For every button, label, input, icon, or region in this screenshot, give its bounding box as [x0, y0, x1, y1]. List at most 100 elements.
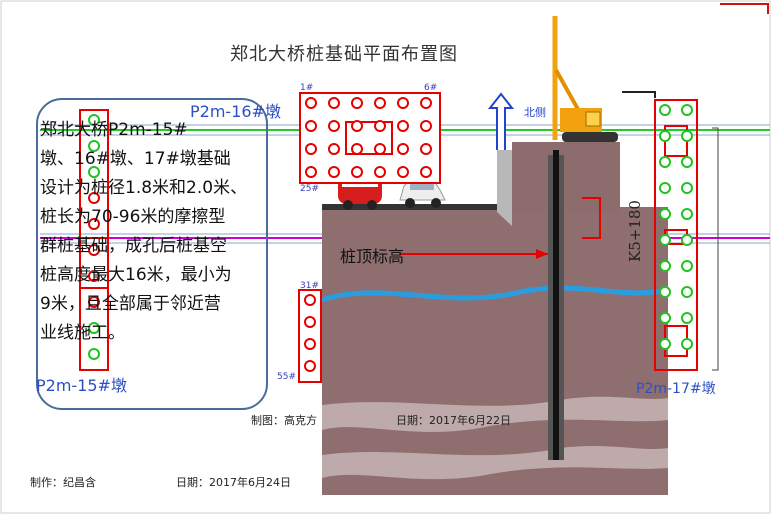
pile-circle [420, 166, 432, 178]
date-drawn: 日期：2017年6月22日 [396, 414, 511, 427]
pile-circle [681, 208, 693, 220]
pile-circle [659, 286, 671, 298]
description-line: 桩高度最大16米，最小为 [40, 265, 232, 285]
description-line: 9米，且全部属于邻近营 [40, 294, 221, 314]
pile-circle [88, 192, 100, 204]
rock-layer-2 [322, 446, 668, 480]
frame-corner-mark [720, 3, 769, 14]
pile-number-6: 6# [424, 83, 438, 93]
pier-15-label: P2m-15#墩 [36, 376, 127, 395]
pile-circle [88, 322, 100, 334]
pile-circle [351, 97, 363, 109]
pile-circle [374, 120, 386, 132]
description-line: 郑北大桥P2m-15# [40, 120, 188, 140]
pile-circle [659, 156, 671, 168]
pile-circle [420, 120, 432, 132]
pile-number-1: 1# [300, 83, 314, 93]
pile-circle [397, 97, 409, 109]
pile-circle [88, 270, 100, 282]
pile-circle [681, 260, 693, 272]
pile-circle [328, 97, 340, 109]
description-line: 墩、16#墩、17#墩基础 [40, 149, 231, 169]
pier-16-footing [299, 92, 441, 184]
description-line: 桩长为70-96米的摩擦型 [40, 207, 226, 227]
pile-circle [305, 97, 317, 109]
pile-circle [304, 294, 316, 306]
pile-group-31-55 [298, 289, 322, 383]
rock-layer-1 [322, 396, 668, 432]
embankment [497, 150, 512, 226]
pile-circle [88, 296, 100, 308]
diagram-title: 郑北大桥桩基础平面布置图 [230, 44, 458, 65]
pile-rebar [553, 150, 559, 460]
dimension-bracket [712, 127, 719, 371]
water-layer [321, 285, 669, 303]
north-arrow [487, 92, 515, 150]
pile-circle [681, 286, 693, 298]
pile-circle [351, 120, 363, 132]
pier-17-footing [654, 99, 698, 371]
pile-circle [88, 140, 100, 152]
pile-circle [397, 120, 409, 132]
description-line: 群桩基础，成孔后桩基空 [40, 236, 227, 256]
pile-circle [681, 156, 693, 168]
pile-circle [304, 316, 316, 328]
pile-circle [374, 143, 386, 155]
description-panel [36, 98, 268, 410]
pile-circle [659, 338, 671, 350]
pile-circle [88, 348, 100, 360]
pile-circle [659, 182, 671, 194]
date-made: 日期：2017年6月24日 [176, 476, 291, 489]
pile-circle [305, 166, 317, 178]
rig-track [562, 132, 618, 142]
pile-circle [681, 182, 693, 194]
pile-number-55: 55# [277, 372, 296, 382]
pile-top-arrow-head [536, 249, 548, 259]
pile-circle [681, 338, 693, 350]
pile-circle [659, 312, 671, 324]
pile-circle [351, 166, 363, 178]
pier-17-label: P2m-17#墩 [636, 381, 716, 397]
description-line: 设计为桩径1.8米和2.0米、 [40, 178, 248, 198]
upper-soil-layer [512, 142, 620, 212]
north-label: 北侧 [524, 106, 546, 119]
pile-circle [659, 234, 671, 246]
pile-circle [374, 97, 386, 109]
pile-circle-group [88, 97, 693, 372]
pile-circle [659, 260, 671, 272]
pile-circle [328, 166, 340, 178]
pile-circle [305, 143, 317, 155]
pier-16-label: P2m-16#墩 [190, 102, 281, 121]
pile-circle [681, 104, 693, 116]
description-line: 业线施工。 [40, 323, 125, 343]
pile-circle [681, 130, 693, 142]
pile-circle [304, 338, 316, 350]
pile-circle [397, 166, 409, 178]
pile-circle [659, 208, 671, 220]
pile-circle [374, 166, 386, 178]
pile-circle [88, 218, 100, 230]
pile-circle [397, 143, 409, 155]
pile-circle [88, 244, 100, 256]
pier-15-column [79, 237, 109, 289]
pile-number-25: 25# [300, 184, 319, 194]
description-text: 郑北大桥P2m-15# 墩、16#墩、17#墩基础 设计为桩径1.8米和2.0米… [40, 116, 262, 348]
pile-circle [88, 166, 100, 178]
drawn-by: 制图：高克方 [251, 414, 317, 427]
rig-cab [585, 111, 601, 127]
pile-circle [659, 130, 671, 142]
made-by: 制作：纪昌含 [30, 476, 96, 489]
pile-circle [420, 97, 432, 109]
pile-circle [681, 312, 693, 324]
pier-16-column [345, 121, 393, 155]
pile-circle [328, 143, 340, 155]
pile-top-bracket [582, 197, 601, 239]
pile-circle [420, 143, 432, 155]
pile-circle [305, 120, 317, 132]
pile-circle [351, 143, 363, 155]
pile-circle [659, 104, 671, 116]
station-label: K5+180 [626, 200, 644, 262]
